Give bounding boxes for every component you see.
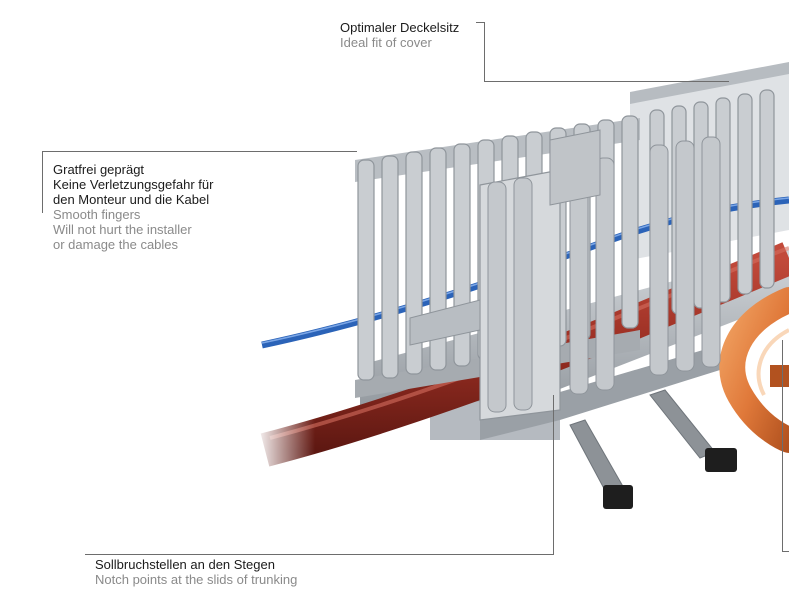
annotation-cover-fit: Optimaler Deckelsitz Ideal fit of cover xyxy=(340,20,459,50)
leader-line-fingers-horizontal xyxy=(42,151,357,152)
annotation-notch-points-german: Sollbruchstellen an den Stegen xyxy=(95,557,275,572)
annotation-smooth-fingers-german-line-2: Keine Verletzungsgefahr für xyxy=(53,177,214,192)
annotation-cover-fit-german: Optimaler Deckelsitz xyxy=(340,20,460,35)
leader-line-cover-vertical xyxy=(484,22,485,82)
broken-off-finger-left xyxy=(569,419,633,509)
leader-line-notch-horizontal xyxy=(85,554,554,555)
annotation-smooth-fingers-english-line-1: Smooth fingers xyxy=(53,207,141,222)
annotation-cover-fit-english: Ideal fit of cover xyxy=(340,35,432,50)
leader-line-orange-vertical xyxy=(782,340,783,552)
leader-line-fingers-vertical xyxy=(42,151,43,213)
annotation-notch-points: Sollbruchstellen an den Stegen Notch poi… xyxy=(95,557,297,587)
annotation-smooth-fingers-german-line-1: Gratfrei geprägt xyxy=(53,162,145,177)
annotation-smooth-fingers-english-line-2: Will not hurt the installer xyxy=(53,222,192,237)
leader-line-cover-horizontal xyxy=(484,81,729,82)
orange-cable xyxy=(719,287,789,453)
leader-line-orange-horizontal xyxy=(782,551,789,552)
orange-cable-detail xyxy=(770,365,789,387)
trunking-front-section xyxy=(409,129,721,421)
annotation-smooth-fingers-german-line-3: den Monteur und die Kabel xyxy=(53,192,210,207)
leader-line-notch-vertical xyxy=(553,395,554,555)
annotation-notch-points-english: Notch points at the slids of trunking xyxy=(95,572,298,587)
annotation-smooth-fingers: Gratfrei geprägt Keine Verletzungsgefahr… xyxy=(53,162,213,252)
broken-off-finger-right xyxy=(649,389,737,472)
leader-line-cover-top xyxy=(476,22,485,23)
annotation-smooth-fingers-english-line-3: or damage the cables xyxy=(53,237,179,252)
